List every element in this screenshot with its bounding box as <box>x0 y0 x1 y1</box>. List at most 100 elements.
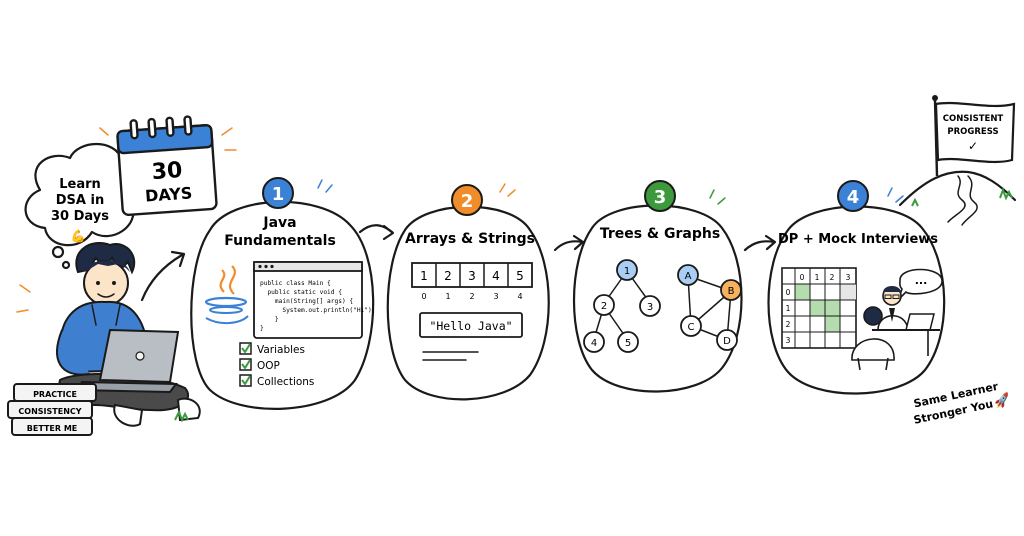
step-bubble-3 <box>573 204 743 393</box>
code-line-2: public static void { <box>260 289 342 296</box>
step1-title-line1: Java <box>262 215 296 231</box>
graph-node <box>720 279 742 301</box>
code-line-4: System.out.println("Hi"); <box>260 307 375 314</box>
sparkle-marks <box>16 127 237 313</box>
arrow-3-4 <box>743 240 776 252</box>
book-label-2: CONSISTENCY <box>18 407 81 416</box>
tree-node <box>593 294 615 316</box>
rocket-icon: 🚀 <box>993 392 1012 411</box>
step-bubble-1 <box>190 200 375 410</box>
svg-text:"Hello Java": "Hello Java" <box>429 319 512 333</box>
book-label-3: BETTER ME <box>27 424 78 433</box>
badge-3: 3 <box>644 180 726 212</box>
step2-title: Arrays & Strings <box>405 231 535 247</box>
bubble-line2: DSA in <box>56 193 104 208</box>
string-box: "Hello Java" <box>419 312 523 338</box>
svg-text:4: 4 <box>591 338 597 349</box>
tree-node <box>639 295 661 317</box>
svg-text:OOP: OOP <box>257 360 280 372</box>
badge-4: 4 <box>837 180 904 212</box>
dp-row-header: 3 <box>786 336 791 345</box>
book-stack: PRACTICE CONSISTENCY BETTER ME <box>7 383 97 436</box>
calendar-number: 30 <box>151 158 183 185</box>
svg-text:3: 3 <box>654 187 667 208</box>
calendar-icon: 30 DAYS <box>116 115 218 217</box>
array-value: 3 <box>468 269 476 283</box>
tree-diagram: 1 2 3 4 5 <box>583 259 661 353</box>
dp-row-header: 1 <box>786 304 791 313</box>
svg-text:5: 5 <box>625 338 631 349</box>
code-line-1: public class Main { <box>260 280 331 287</box>
svg-text:1: 1 <box>624 266 630 277</box>
hill-with-path <box>898 170 1017 226</box>
dp-col-header: 1 <box>815 273 820 282</box>
svg-text:Collections: Collections <box>257 376 314 388</box>
array-index: 1 <box>445 292 450 301</box>
svg-text:B: B <box>728 286 735 297</box>
arrow-2-3 <box>553 240 584 252</box>
flag-line1: CONSISTENT <box>943 114 1004 124</box>
tree-node <box>583 331 605 353</box>
array-index: 2 <box>469 292 474 301</box>
text-lines <box>422 351 479 361</box>
array-cells: 1 2 3 4 5 0 1 2 3 4 <box>411 262 533 301</box>
array-value: 5 <box>516 269 524 283</box>
step3-title: Trees & Graphs <box>600 226 720 242</box>
svg-text:2: 2 <box>601 301 607 312</box>
array-value: 1 <box>420 269 428 283</box>
interview-scene: ... <box>851 268 943 371</box>
array-index: 3 <box>493 292 498 301</box>
speech-text: ... <box>915 274 928 287</box>
svg-text:D: D <box>723 336 731 347</box>
flag-icon: CONSISTENT PROGRESS ✓ <box>932 95 1016 177</box>
badge-1: 1 <box>262 177 333 209</box>
step-bubble-2 <box>386 205 550 401</box>
graph-diagram: A B C D <box>677 264 742 351</box>
learner-person <box>56 242 201 427</box>
code-line-6: } <box>260 325 264 332</box>
checklist: Variables OOP Collections <box>239 342 314 388</box>
badge-2: 2 <box>451 183 516 216</box>
graph-node <box>677 264 699 286</box>
step4-title: DP + Mock Interviews <box>778 232 938 247</box>
dp-col-header: 3 <box>846 273 851 282</box>
dp-row-header: 2 <box>786 320 791 329</box>
svg-text:C: C <box>688 322 695 333</box>
array-index: 0 <box>421 292 426 301</box>
dp-col-header: 0 <box>800 273 805 282</box>
code-line-3: main(String[] args) { <box>260 298 353 305</box>
svg-text:3: 3 <box>647 302 653 313</box>
calendar-unit: DAYS <box>144 183 192 205</box>
java-logo-icon <box>204 265 249 324</box>
bubble-line1: Learn <box>59 177 101 192</box>
step1-title-line2: Fundamentals <box>224 233 336 249</box>
svg-text:Variables: Variables <box>257 344 305 356</box>
tree-node <box>617 331 639 353</box>
flex-icon: 💪 <box>71 229 86 243</box>
flag-line2: PROGRESS <box>947 127 998 137</box>
code-window: public class Main { public static void {… <box>253 261 375 339</box>
thought-bubble: Learn DSA in 30 Days 💪 <box>24 143 144 270</box>
tree-node <box>616 259 638 281</box>
graph-node <box>680 315 702 337</box>
flag-check: ✓ <box>968 139 978 153</box>
bubble-line3: 30 Days <box>51 209 109 224</box>
tagline: Same Learner Stronger You 🚀 <box>912 380 1012 427</box>
svg-text:2: 2 <box>461 191 474 212</box>
array-value: 2 <box>444 269 452 283</box>
svg-text:4: 4 <box>847 187 860 208</box>
graph-node <box>716 329 738 351</box>
step-bubble-4 <box>767 205 946 395</box>
code-line-5: } <box>260 316 279 323</box>
check-item: Collections <box>239 374 314 388</box>
array-index: 4 <box>517 292 522 301</box>
check-item: Variables <box>239 342 305 356</box>
check-item: OOP <box>239 358 280 372</box>
dp-table: 0 1 2 3 0 1 2 3 <box>781 267 857 349</box>
arrow-start <box>140 253 184 302</box>
dp-col-header: 2 <box>830 273 835 282</box>
svg-text:A: A <box>685 271 692 282</box>
book-label-1: PRACTICE <box>33 390 77 399</box>
svg-text:1: 1 <box>272 184 285 205</box>
